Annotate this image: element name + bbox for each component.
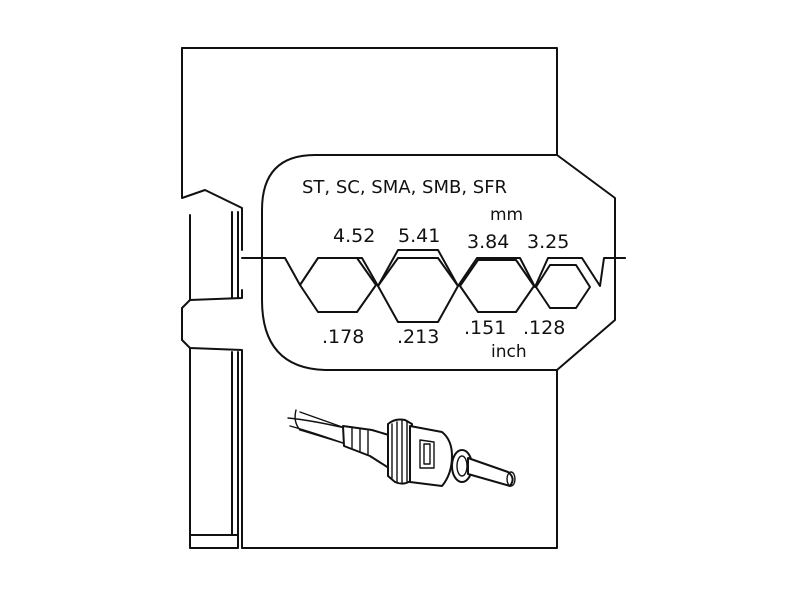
hex-cavity-1 <box>299 257 377 313</box>
cable <box>287 409 347 445</box>
cavity-4-mm: 3.25 <box>527 231 569 253</box>
cavity-3-inch: .151 <box>464 317 506 339</box>
ferrule <box>467 457 514 487</box>
die-rail <box>189 211 239 536</box>
cavity-1-inch: .178 <box>322 326 364 348</box>
hex-cavity-2 <box>377 249 459 323</box>
cavity-3-mm: 3.84 <box>467 231 509 253</box>
cavity-4-inch: .128 <box>523 317 565 339</box>
hex-cavity-3 <box>459 259 535 313</box>
cavity-1-mm: 4.52 <box>333 225 375 247</box>
cavity-profile-line <box>241 257 626 288</box>
die-rail-foot <box>189 534 239 549</box>
cavity-2-mm: 5.41 <box>398 225 440 247</box>
cavity-2-inch: .213 <box>397 326 439 348</box>
fiber-optic-st-connector-icon <box>287 409 516 487</box>
die-plate-left-edge <box>181 47 243 549</box>
connector-types-label: ST, SC, SMA, SMB, SFR <box>302 177 507 198</box>
bayonet-body <box>409 425 453 487</box>
cavity-window <box>261 154 558 371</box>
hex-cavities <box>241 249 626 323</box>
unit-inch-label: inch <box>491 342 527 362</box>
unit-mm-label: mm <box>490 205 523 225</box>
hex-cavity-4 <box>535 264 591 309</box>
